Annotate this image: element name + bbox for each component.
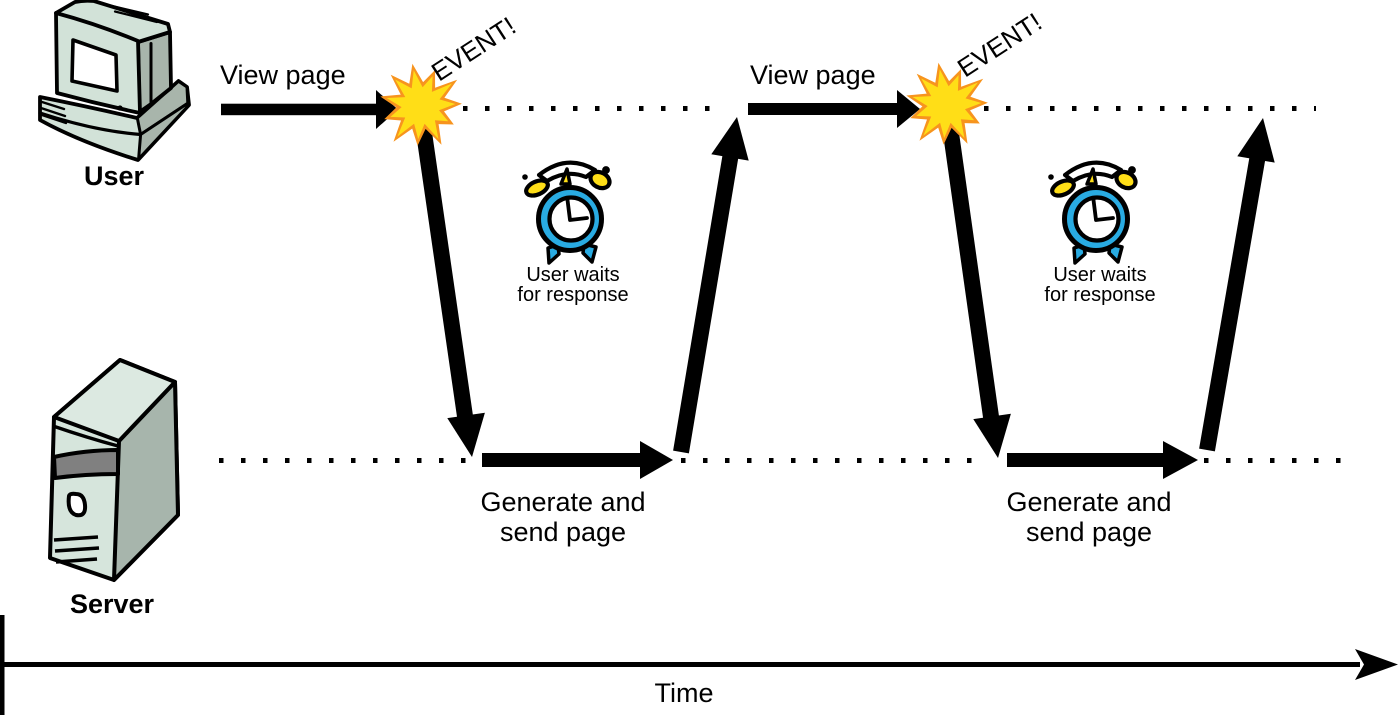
svg-text:View page: View page (750, 60, 876, 90)
svg-text:EVENT!: EVENT! (426, 11, 521, 87)
svg-text:EVENT!: EVENT! (952, 7, 1047, 83)
svg-text:for response: for response (517, 284, 628, 306)
svg-text:Generate and: Generate and (1006, 487, 1171, 517)
svg-text:User: User (84, 161, 145, 191)
svg-text:Time: Time (655, 678, 714, 708)
svg-text:Generate and: Generate and (480, 487, 645, 517)
svg-text:send page: send page (1026, 517, 1152, 547)
svg-text:Server: Server (70, 589, 155, 619)
svg-text:User waits: User waits (1053, 264, 1146, 286)
svg-text:User waits: User waits (526, 264, 619, 286)
svg-text:for response: for response (1044, 284, 1155, 306)
svg-text:send page: send page (500, 517, 626, 547)
svg-text:View page: View page (220, 60, 346, 90)
